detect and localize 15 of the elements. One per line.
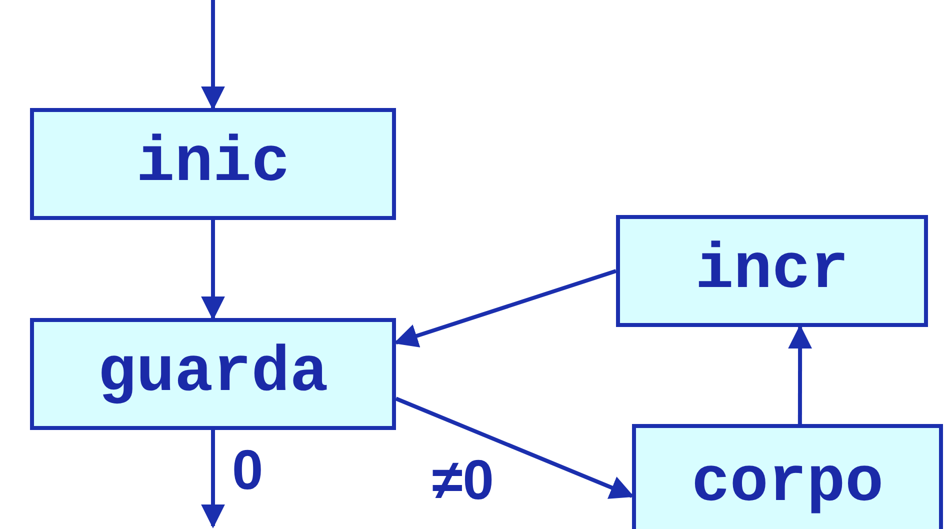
arrow bbox=[201, 430, 225, 528]
node-label: corpo bbox=[691, 452, 884, 516]
arrow bbox=[201, 220, 225, 320]
node-label: incr bbox=[695, 239, 849, 303]
node-label: inic bbox=[136, 132, 290, 196]
process-box bbox=[30, 318, 396, 430]
process-box bbox=[30, 108, 396, 220]
process-box bbox=[632, 424, 943, 529]
arrow bbox=[788, 324, 812, 424]
arrow bbox=[201, 0, 225, 110]
node-label: guarda bbox=[98, 342, 328, 406]
process-box bbox=[616, 215, 928, 327]
arrow bbox=[395, 396, 634, 499]
edge-label: 0 bbox=[232, 442, 264, 498]
edge-label: ≠0 bbox=[432, 452, 494, 508]
